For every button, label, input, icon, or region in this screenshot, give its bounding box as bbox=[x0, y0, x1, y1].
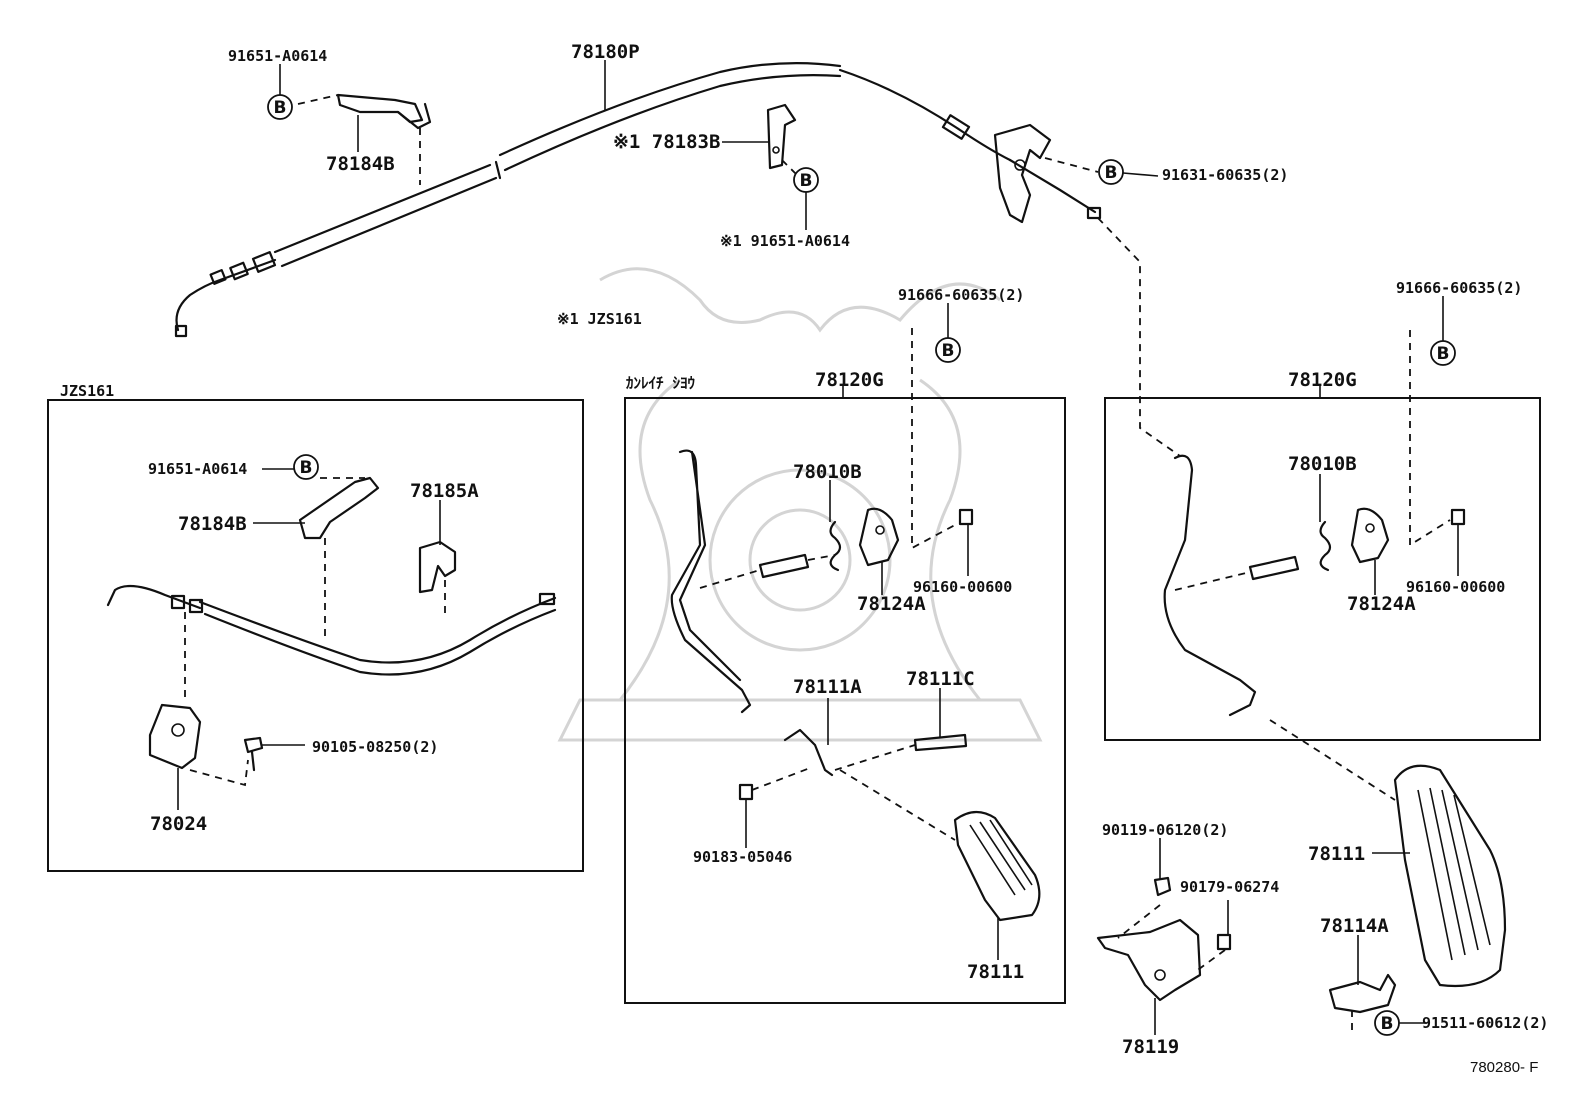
clamp-78183b bbox=[766, 103, 797, 170]
pedal-pad-78111-right bbox=[1393, 764, 1507, 988]
panel-cold-climate bbox=[624, 397, 1066, 1004]
pedal-lever-78120g-right bbox=[1163, 454, 1257, 717]
label-78111-mid: 78111 bbox=[967, 961, 1024, 983]
shaft-right bbox=[1248, 555, 1300, 581]
svg-text:B: B bbox=[1105, 163, 1118, 183]
label-90183-05046: 90183-05046 bbox=[693, 848, 792, 866]
label-90179-06274: 90179-06274 bbox=[1180, 878, 1279, 896]
accelerator-cable-78180p bbox=[174, 62, 1102, 338]
label-91631-60635: 91631-60635(2) bbox=[1162, 166, 1288, 184]
label-78124a-right: 78124A bbox=[1347, 593, 1416, 615]
note-jzs161: ※1 JZS161 bbox=[557, 310, 642, 328]
clip-78185a bbox=[418, 540, 457, 594]
pin-78111c bbox=[913, 733, 968, 752]
pedal-pad-78111-mid bbox=[953, 810, 1041, 922]
bracket-78024 bbox=[148, 703, 202, 770]
nut-90179 bbox=[1216, 933, 1232, 951]
panel-jzs161 bbox=[47, 399, 584, 872]
svg-text:B: B bbox=[1381, 1014, 1394, 1034]
svg-text:B: B bbox=[1437, 344, 1450, 364]
label-91651-a0614-left: 91651-A0614 bbox=[148, 460, 247, 478]
nut-96160-mid bbox=[958, 508, 974, 526]
bolt-marker-top-right: B bbox=[1098, 159, 1124, 185]
nut-96160-right bbox=[1450, 508, 1466, 526]
lever-78124a-mid bbox=[858, 507, 900, 567]
label-78180p: 78180P bbox=[571, 41, 640, 63]
label-78010b-right: 78010B bbox=[1288, 453, 1357, 475]
panel-jzs161-title: JZS161 bbox=[60, 382, 114, 400]
pedal-lever-78120g-mid bbox=[670, 449, 752, 714]
svg-text:B: B bbox=[274, 98, 287, 118]
label-78120g-right: 78120G bbox=[1288, 369, 1357, 391]
label-78111c: 78111C bbox=[906, 668, 975, 690]
label-91666-60635-mid: 91666-60635(2) bbox=[898, 286, 1024, 304]
bolt-marker-left-box: B bbox=[293, 454, 319, 480]
label-91666-60635-right: 91666-60635(2) bbox=[1396, 279, 1522, 297]
label-90105-08250: 90105-08250(2) bbox=[312, 738, 438, 756]
bolt-90119 bbox=[1153, 876, 1172, 897]
bracket-78119 bbox=[1096, 918, 1202, 1002]
panel-standard bbox=[1104, 397, 1541, 741]
label-78120g-mid: 78120G bbox=[815, 369, 884, 391]
bracket-78184b-left bbox=[298, 476, 380, 540]
stopper-78114a bbox=[1328, 973, 1397, 1014]
watermark-emblem bbox=[557, 267, 1043, 742]
spring-78010b-mid bbox=[829, 520, 842, 572]
bolt-marker-right-box: B bbox=[1430, 340, 1456, 366]
svg-text:B: B bbox=[800, 171, 813, 191]
label-78111a: 78111A bbox=[793, 676, 862, 698]
panel-mid-title: ｶﾝﾚｲﾁ ｼﾖｳ bbox=[626, 374, 696, 392]
label-90119-06120: 90119-06120(2) bbox=[1102, 821, 1228, 839]
leader-lines bbox=[177, 60, 1459, 1035]
label-96160-00600-right: 96160-00600 bbox=[1406, 578, 1505, 596]
cable-end-bracket bbox=[993, 123, 1052, 224]
svg-text:B: B bbox=[300, 458, 313, 478]
label-78184b-left: 78184B bbox=[178, 513, 247, 535]
bolt-marker-mid-cable: B bbox=[793, 167, 819, 193]
label-78183b: ※1 78183B bbox=[613, 131, 720, 153]
bolt-marker-top-left: B bbox=[267, 94, 293, 120]
label-78111-right: 78111 bbox=[1308, 843, 1365, 865]
label-78119: 78119 bbox=[1122, 1036, 1179, 1058]
svg-text:B: B bbox=[942, 341, 955, 361]
label-78010b-mid: 78010B bbox=[793, 461, 862, 483]
bracket-78184b-top bbox=[336, 93, 432, 130]
label-78024: 78024 bbox=[150, 813, 207, 835]
label-78124a-mid: 78124A bbox=[857, 593, 926, 615]
label-91651-a0614-top: 91651-A0614 bbox=[228, 47, 327, 65]
figure-code: 780280- F bbox=[1470, 1059, 1538, 1076]
label-78114a: 78114A bbox=[1320, 915, 1389, 937]
spring-78111a bbox=[783, 728, 834, 777]
label-91651-a0614-mid: ※1 91651-A0614 bbox=[720, 232, 850, 250]
shaft-mid bbox=[758, 553, 810, 579]
bolt-90105 bbox=[243, 736, 264, 772]
cable-jzs161 bbox=[106, 584, 557, 676]
nut-90183 bbox=[738, 783, 754, 801]
label-96160-00600-mid: 96160-00600 bbox=[913, 578, 1012, 596]
bolt-marker-middle-box: B bbox=[935, 337, 961, 363]
lever-78124a-right bbox=[1350, 507, 1390, 564]
spring-78010b-right bbox=[1319, 520, 1332, 572]
label-91511-60612: 91511-60612(2) bbox=[1422, 1014, 1548, 1032]
label-78185a: 78185A bbox=[410, 480, 479, 502]
label-78184b-top: 78184B bbox=[326, 153, 395, 175]
bolt-marker-bottom-right: B bbox=[1374, 1010, 1400, 1036]
